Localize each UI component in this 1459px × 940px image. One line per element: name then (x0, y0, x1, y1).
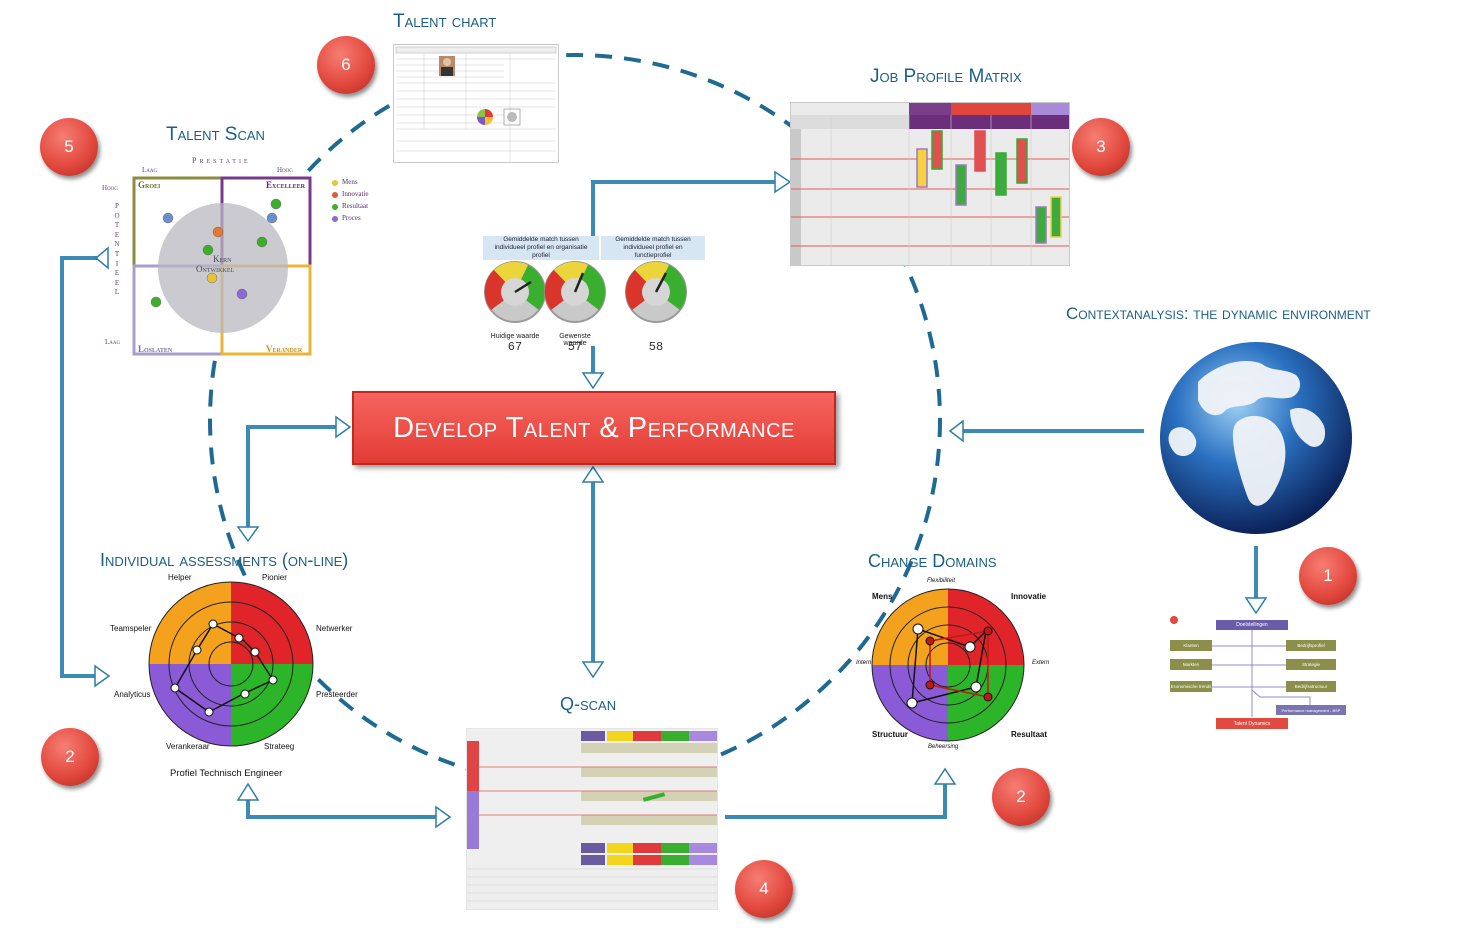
arrow-individual-qscan (246, 790, 442, 819)
laag-left-label: Laag (105, 338, 121, 346)
badge-3: 3 (1072, 118, 1130, 176)
gauge-3-value: 58 (648, 340, 664, 354)
label-pionier: Pionier (262, 573, 287, 582)
label-structuur: Structuur (872, 730, 908, 739)
label-flexibiliteit: Flexibiliteit (927, 578, 956, 584)
gauge-header-function: Gemiddelde match tussen individueel prof… (601, 236, 705, 260)
flow-top-box: Doelstellingen (1216, 620, 1288, 630)
excelleer-label: Excelleer (266, 180, 306, 190)
arrow-main-individual (246, 425, 342, 534)
talent-chart-drawing (395, 46, 557, 162)
laag-top-label: Laag (142, 166, 158, 174)
prestatie-label: Prestatie (192, 156, 251, 165)
label-presteerder: Presteerder (316, 690, 358, 699)
loslaten-label: Loslaten (138, 344, 173, 354)
individual-title: Individual assessments (on-line) (100, 550, 349, 570)
verander-label: Verander (266, 344, 303, 354)
gauge-2-value: 57 (567, 340, 583, 354)
talent-chart-title: Talent chart (393, 11, 497, 32)
label-analyticus: Analyticus (114, 690, 151, 699)
job-profile-matrix-thumbnail[interactable] (790, 102, 1070, 266)
flow-right-1: Bedrijfsprofiel (1286, 640, 1336, 651)
label-verankeraar: Verankeraar (166, 742, 210, 751)
ontwikkel-label: Ontwikkel (196, 264, 235, 274)
label-mens: Mens (872, 592, 893, 601)
qscan-title: Q-scan (560, 694, 617, 714)
arrow-scan-individual (60, 256, 102, 678)
gauge-header-organisation: Gemiddelde match tussen individueel prof… (483, 236, 599, 260)
context-title: Contextanalysis: the dynamic environment (1066, 304, 1371, 323)
kern-label: Kern (213, 254, 232, 264)
badge-2-right: 2 (992, 768, 1050, 826)
develop-talent-performance-box[interactable]: Develop Talent & Performance (352, 391, 836, 465)
label-innovatie: Innovatie (1011, 592, 1047, 601)
label-strateeg: Strateeg (264, 742, 295, 751)
label-intern: Intern (856, 660, 872, 666)
badge-2-left: 2 (41, 728, 99, 786)
flow-left-3: Economische trends (1170, 681, 1212, 692)
talent-chart-thumbnail[interactable] (393, 44, 559, 163)
label-resultaat: Resultaat (1011, 730, 1048, 739)
badge-4: 4 (735, 860, 793, 918)
badge-6: 6 (317, 36, 375, 94)
badge-5: 5 (40, 118, 98, 176)
label-netwerker: Netwerker (316, 624, 353, 633)
change-domains-title: Change Domains (868, 551, 997, 571)
gauge-2-caption: Gewenste waarde (559, 333, 591, 347)
profile-caption: Profiel Technisch Engineer (170, 768, 283, 779)
gauge-1-caption: Huidige waarde (490, 333, 540, 340)
flow-left-1: Klanten (1170, 640, 1212, 651)
flow-right-2: Strategie (1286, 659, 1336, 670)
label-beheersing: Beheersing (928, 744, 959, 750)
qscan-drawing (467, 729, 717, 909)
qscan-thumbnail[interactable] (466, 728, 718, 910)
groei-label: Groei (138, 180, 161, 190)
job-profile-matrix-title: Job Profile Matrix (870, 66, 1022, 87)
badge-1: 1 (1299, 547, 1357, 605)
flow-middle-box: Performance management - BSP (1276, 705, 1346, 715)
flow-right-3: Bedrijfsstructuur (1286, 681, 1336, 692)
gauge-1-value: 67 (507, 340, 523, 354)
label-extern: Extern (1032, 660, 1050, 666)
label-teamspeler: Teamspeler (110, 624, 152, 633)
label-helper: Helper (168, 573, 192, 582)
arrow-gauges-matrix (591, 180, 780, 238)
hoog-left-label: Hoog (102, 184, 118, 192)
arrow-qscan-change (725, 774, 947, 819)
job-matrix-drawing (791, 103, 1069, 265)
talent-scan-title: Talent Scan (166, 124, 265, 145)
flow-left-2: Markten (1170, 659, 1212, 670)
flow-bottom-box: Talent Dynamics (1216, 718, 1288, 729)
hoog-top-label: Hoog (277, 166, 293, 174)
cycle-dashed-circle (208, 53, 942, 787)
talent-scan-drawing (132, 176, 312, 356)
